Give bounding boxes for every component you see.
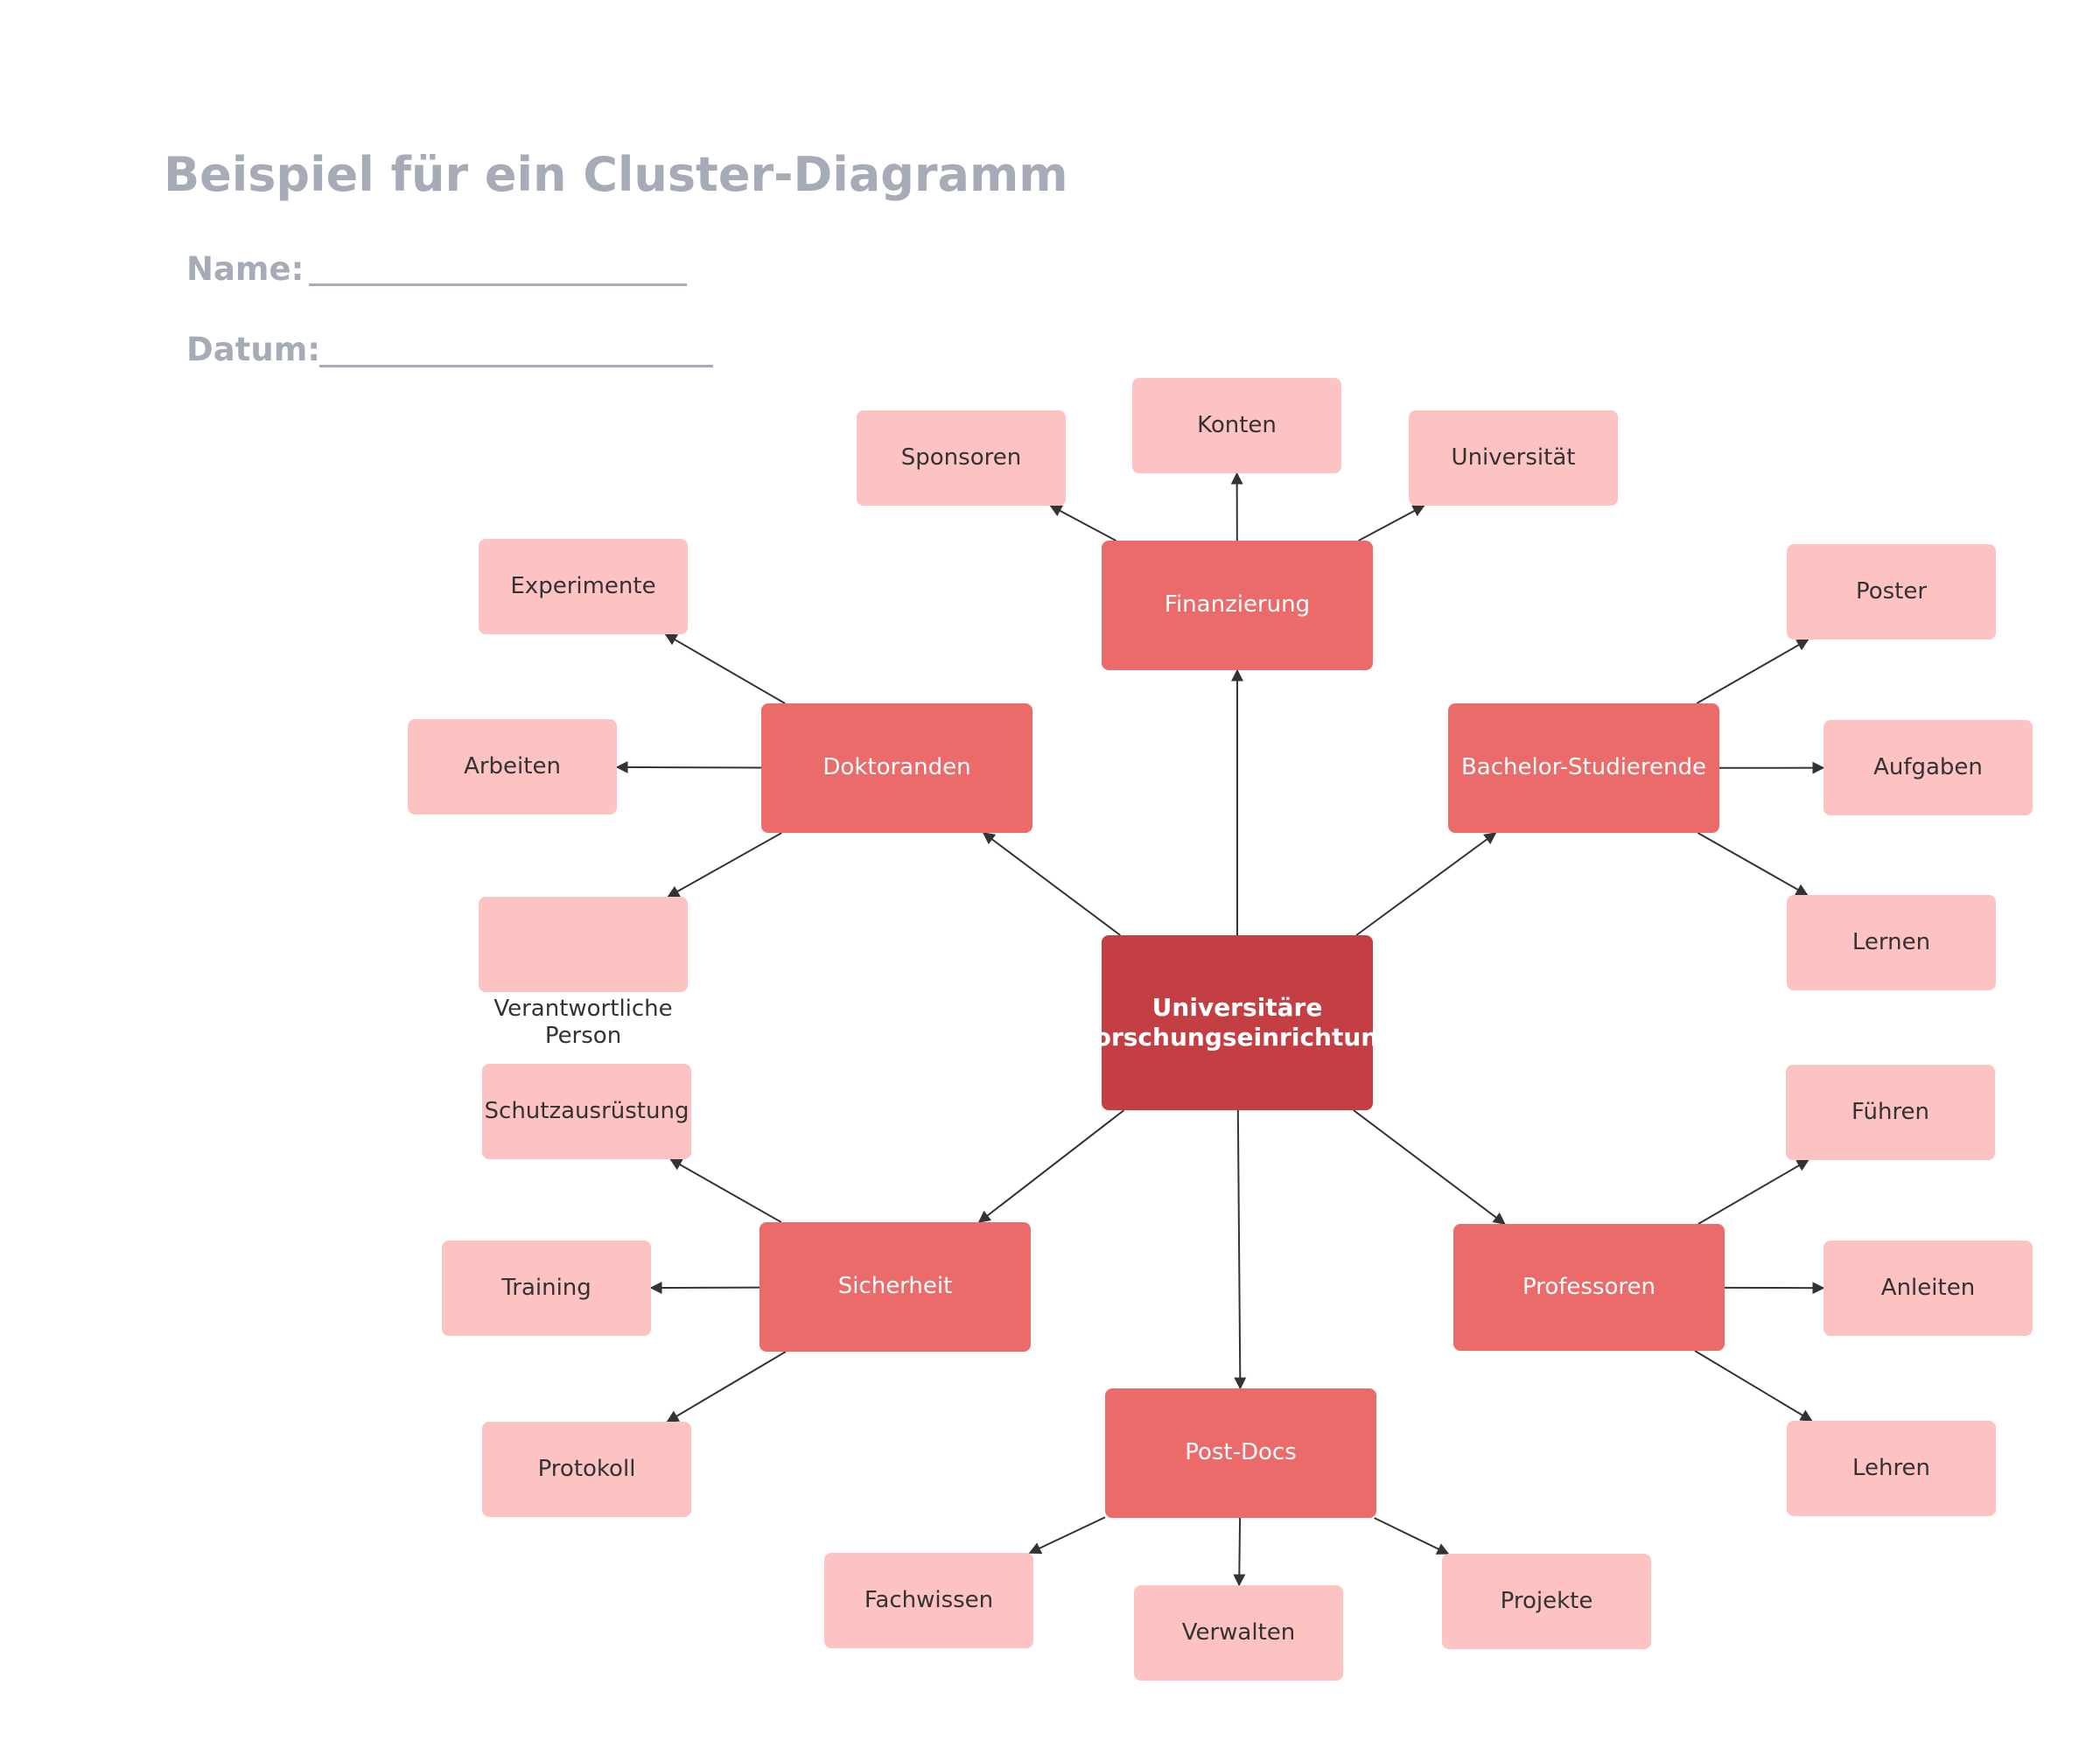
node-label: Training <box>501 1274 592 1301</box>
node-arbeiten[interactable]: Arbeiten <box>408 719 617 815</box>
node-poster[interactable]: Poster <box>1787 544 1996 640</box>
node-postdocs[interactable]: Post-Docs <box>1105 1388 1376 1518</box>
node-fachwissen[interactable]: Fachwissen <box>824 1553 1033 1648</box>
edge-doktoranden-to-verantwortliche <box>667 832 782 898</box>
node-label: Lernen <box>1852 928 1931 955</box>
edge-bachelor-to-poster <box>1696 639 1810 704</box>
node-label: Sponsoren <box>900 444 1022 471</box>
name-label: Name: <box>186 250 304 288</box>
node-anleiten[interactable]: Anleiten <box>1824 1241 2033 1336</box>
node-experimente[interactable]: Experimente <box>479 539 688 634</box>
node-label: Post-Docs <box>1185 1439 1297 1466</box>
node-aufgaben[interactable]: Aufgaben <box>1824 720 2033 815</box>
node-label: Verwalten <box>1181 1619 1296 1646</box>
date-line[interactable] <box>319 365 713 367</box>
edge-center-to-sicherheit <box>977 1109 1125 1223</box>
edge-doktoranden-to-arbeiten <box>615 760 762 773</box>
page-title: Beispiel für ein Cluster-Diagramm <box>164 147 1068 202</box>
node-label: Schutzausrüstung <box>484 1097 690 1124</box>
node-lernen[interactable]: Lernen <box>1787 895 1996 990</box>
node-label: Poster <box>1855 577 1928 605</box>
edge-sicherheit-to-schutz <box>669 1158 782 1223</box>
edge-postdocs-to-fachwissen <box>1028 1516 1106 1554</box>
edge-center-to-doktoranden <box>982 832 1121 936</box>
node-fuehren[interactable]: Führen <box>1786 1065 1995 1160</box>
edge-postdocs-to-projekte <box>1374 1517 1450 1555</box>
edge-sicherheit-to-protokoll <box>666 1351 787 1423</box>
node-label: Konten <box>1197 411 1277 438</box>
node-label: Doktoranden <box>822 754 971 781</box>
node-label: Experimente <box>510 572 656 599</box>
node-konten[interactable]: Konten <box>1132 378 1341 473</box>
node-label: Sicherheit <box>837 1273 953 1300</box>
edge-finanzierung-to-universitaet <box>1358 505 1425 542</box>
node-verwalten[interactable]: Verwalten <box>1134 1585 1343 1681</box>
node-sicherheit[interactable]: Sicherheit <box>760 1222 1031 1352</box>
node-professoren[interactable]: Professoren <box>1453 1224 1725 1351</box>
edge-professoren-to-fuehren <box>1698 1159 1810 1225</box>
node-label: Finanzierung <box>1164 591 1311 619</box>
node-label: Bachelor-Studierende <box>1460 754 1707 781</box>
edge-center-to-professoren <box>1353 1109 1506 1225</box>
node-label: Fachwissen <box>864 1586 994 1613</box>
edge-doktoranden-to-experimente <box>664 633 786 704</box>
date-label: Datum: <box>186 331 321 368</box>
edge-bachelor-to-lernen <box>1697 832 1809 896</box>
node-label: Lehren <box>1852 1454 1931 1481</box>
node-finanzierung[interactable]: Finanzierung <box>1102 541 1373 670</box>
node-protokoll[interactable]: Protokoll <box>482 1422 691 1517</box>
edge-professoren-to-lehren <box>1694 1350 1813 1422</box>
node-label: Protokoll <box>537 1455 636 1482</box>
node-training[interactable]: Training <box>442 1241 651 1336</box>
edge-finanzierung-to-sponsoren <box>1049 505 1116 542</box>
node-bachelor[interactable]: Bachelor-Studierende <box>1448 703 1719 833</box>
node-label: Anleiten <box>1880 1274 1976 1301</box>
node-sponsoren[interactable]: Sponsoren <box>857 410 1066 506</box>
node-projekte[interactable]: Projekte <box>1442 1554 1651 1649</box>
node-label: Universität <box>1451 444 1576 471</box>
node-universitaet[interactable]: Universität <box>1409 410 1618 506</box>
node-lehren[interactable]: Lehren <box>1787 1421 1996 1516</box>
edge-postdocs-to-verwalten <box>1233 1517 1246 1587</box>
node-label: Arbeiten <box>464 752 561 780</box>
node-label: Aufgaben <box>1873 753 1983 780</box>
node-label: Führen <box>1851 1098 1930 1125</box>
node-schutz[interactable]: Schutzausrüstung <box>482 1064 691 1159</box>
node-label: Professoren <box>1522 1273 1656 1300</box>
node-verantwortliche[interactable] <box>479 897 688 992</box>
node-label: Projekte <box>1500 1587 1593 1614</box>
name-line[interactable] <box>309 283 687 286</box>
edge-center-to-bachelor <box>1355 832 1497 936</box>
node-doktoranden[interactable]: Doktoranden <box>761 703 1032 833</box>
edge-center-to-postdocs <box>1234 1109 1247 1390</box>
